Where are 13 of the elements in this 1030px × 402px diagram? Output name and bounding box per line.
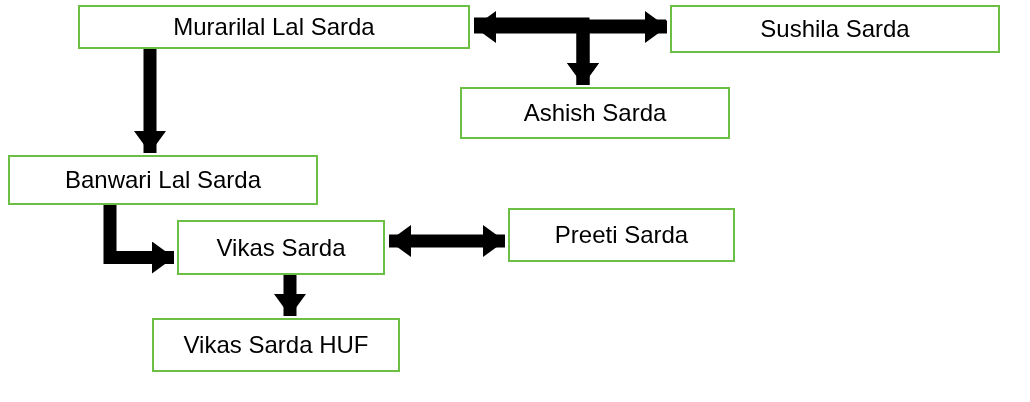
name-box: Sushila Sarda [670,5,1000,53]
arrow [103,205,174,274]
name-box: Banwari Lal Sarda [8,155,318,205]
name-box: Preeti Sarda [508,208,735,262]
arrow [567,19,666,85]
name-box: Murarilal Lal Sarda [78,5,470,49]
arrow [389,225,505,257]
arrow [474,11,667,43]
name-box: Vikas Sarda [177,220,385,275]
name-box: Ashish Sarda [460,87,730,139]
arrow [134,49,166,153]
name-box: Vikas Sarda HUF [152,318,400,372]
arrow [274,275,306,316]
